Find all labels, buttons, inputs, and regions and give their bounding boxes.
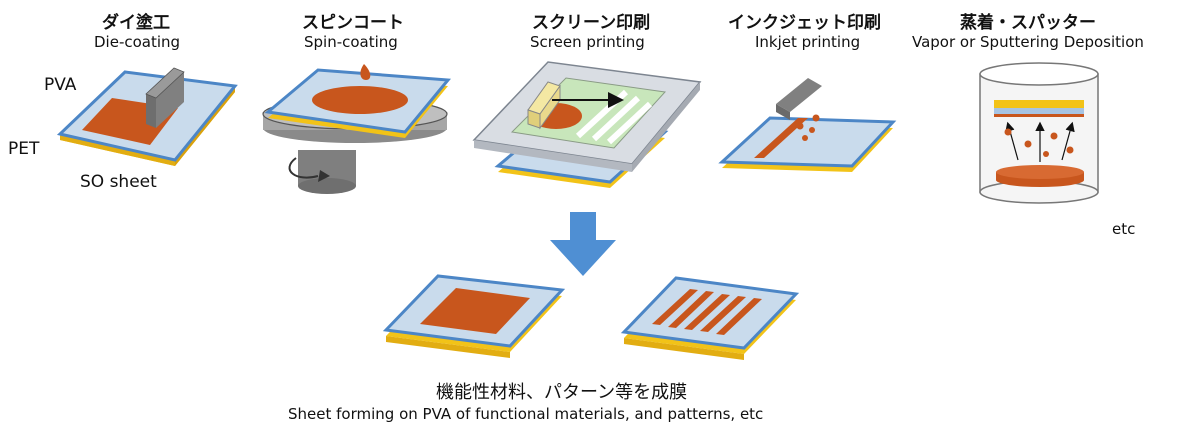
result-solid-film <box>382 274 566 358</box>
deposition-chamber-illustration <box>979 62 1099 204</box>
method-4-jp-label: インクジェット印刷 <box>728 13 881 33</box>
method-2-en-label: Spin-coating <box>304 33 398 51</box>
method-3-en-label: Screen printing <box>530 33 645 51</box>
spin-coating-illustration <box>262 64 451 194</box>
pet-label: PET <box>8 139 40 159</box>
so-sheet-label: SO sheet <box>80 172 157 192</box>
method-4-en-label: Inkjet printing <box>755 33 861 51</box>
method-5-en-label: Vapor or Sputtering Deposition <box>912 33 1144 51</box>
inkjet-printing-illustration <box>718 78 897 172</box>
result-patterned-film <box>620 276 800 360</box>
result-en-caption: Sheet forming on PVA of functional mater… <box>288 405 764 423</box>
method-3-jp-label: スクリーン印刷 <box>532 13 651 33</box>
method-1-en-label: Die-coating <box>94 33 181 51</box>
pva-label: PVA <box>44 75 77 95</box>
die-coating-illustration <box>56 67 238 166</box>
method-5-jp-label: 蒸着・スパッター <box>960 13 1096 33</box>
screen-printing-illustration <box>472 61 702 188</box>
etc-label: etc <box>1112 220 1136 238</box>
method-1-jp-label: ダイ塗工 <box>102 13 170 33</box>
down-arrow <box>550 212 616 276</box>
result-jp-caption: 機能性材料、パターン等を成膜 <box>436 382 688 403</box>
method-2-jp-label: スピンコート <box>302 13 404 33</box>
